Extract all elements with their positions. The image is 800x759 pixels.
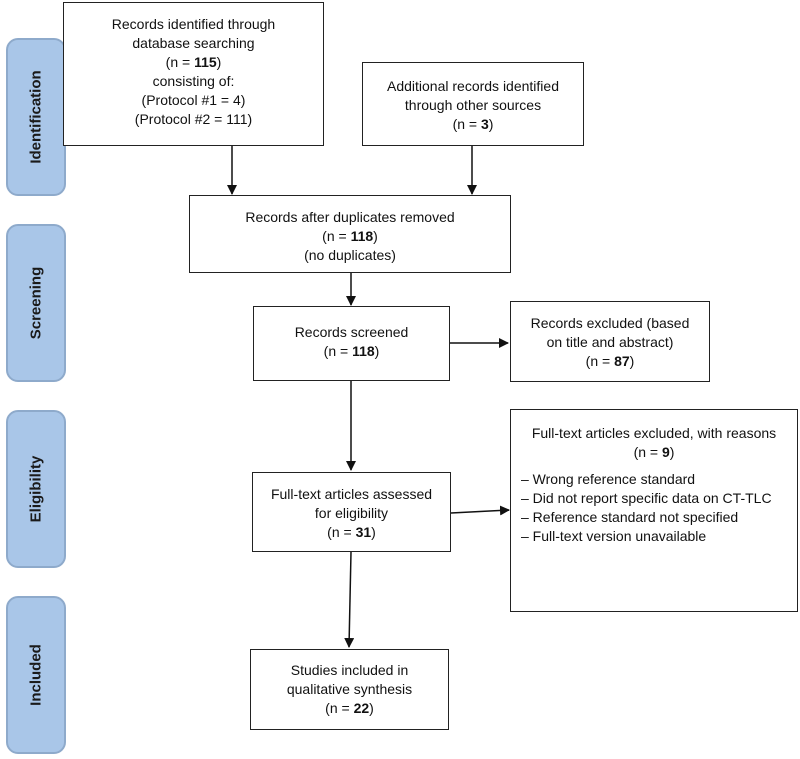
exclusion-reason: – Wrong reference standard — [521, 471, 696, 487]
exclusion-reasons-list: – Wrong reference standard – Did not rep… — [511, 470, 797, 546]
duplicates-count: (n = 118) — [322, 228, 378, 244]
included-line1: Studies included in — [290, 662, 409, 678]
box-fulltext-assessed: Full-text articles assessed for eligibil… — [252, 472, 451, 552]
duplicates-line1: Records after duplicates removed — [245, 209, 455, 225]
included-line2: qualitative synthesis — [286, 681, 413, 697]
database-line5: (Protocol #1 = 4) — [141, 92, 246, 108]
box-duplicates-removed: Records after duplicates removed (n = 11… — [189, 195, 511, 273]
screened-count: (n = 118) — [323, 343, 380, 359]
database-line6: (Protocol #2 = 111) — [134, 111, 253, 127]
excluded-line2: on title and abstract) — [546, 334, 674, 350]
arrow-fulltext-to-included — [344, 551, 355, 648]
other-line2: through other sources — [404, 97, 542, 113]
exclusion-reason: – Full-text version unavailable — [521, 528, 707, 544]
stage-included: Included — [6, 596, 66, 754]
excluded-line1: Records excluded (based — [530, 315, 690, 331]
fulltext-line1: Full-text articles assessed — [270, 486, 433, 502]
exclusion-reason: – Did not report specific data on CT-TLC — [521, 490, 772, 506]
other-count: (n = 3) — [452, 116, 494, 132]
fulltext-excluded-line1: Full-text articles excluded, with reason… — [531, 425, 777, 441]
database-line4: consisting of: — [152, 73, 235, 89]
stage-identification: Identification — [6, 38, 66, 196]
screened-line1: Records screened — [294, 324, 409, 340]
fulltext-excluded-count: (n = 9) — [633, 444, 675, 460]
box-studies-included: Studies included in qualitative synthesi… — [250, 649, 449, 730]
box-other-sources: Additional records identified through ot… — [362, 62, 584, 146]
stage-eligibility: Eligibility — [6, 410, 66, 568]
included-count: (n = 22) — [325, 700, 374, 716]
arrow-fulltext-to-excluded — [450, 505, 510, 516]
stage-screening: Screening — [6, 224, 66, 382]
database-count: (n = 115) — [165, 54, 222, 70]
fulltext-line2: for eligibility — [314, 505, 389, 521]
exclusion-reason: – Reference standard not specified — [521, 509, 739, 525]
excluded-count: (n = 87) — [585, 353, 635, 369]
fulltext-count: (n = 31) — [327, 524, 376, 540]
database-line2: database searching — [132, 35, 255, 51]
duplicates-line3: (no duplicates) — [304, 247, 396, 263]
box-records-screened: Records screened (n = 118) — [253, 306, 450, 381]
box-fulltext-excluded: Full-text articles excluded, with reason… — [510, 409, 798, 612]
box-database-records: Records identified through database sear… — [63, 2, 324, 146]
other-line1: Additional records identified — [387, 78, 559, 94]
box-records-excluded: Records excluded (based on title and abs… — [510, 301, 710, 382]
database-line1: Records identified through — [111, 16, 276, 32]
